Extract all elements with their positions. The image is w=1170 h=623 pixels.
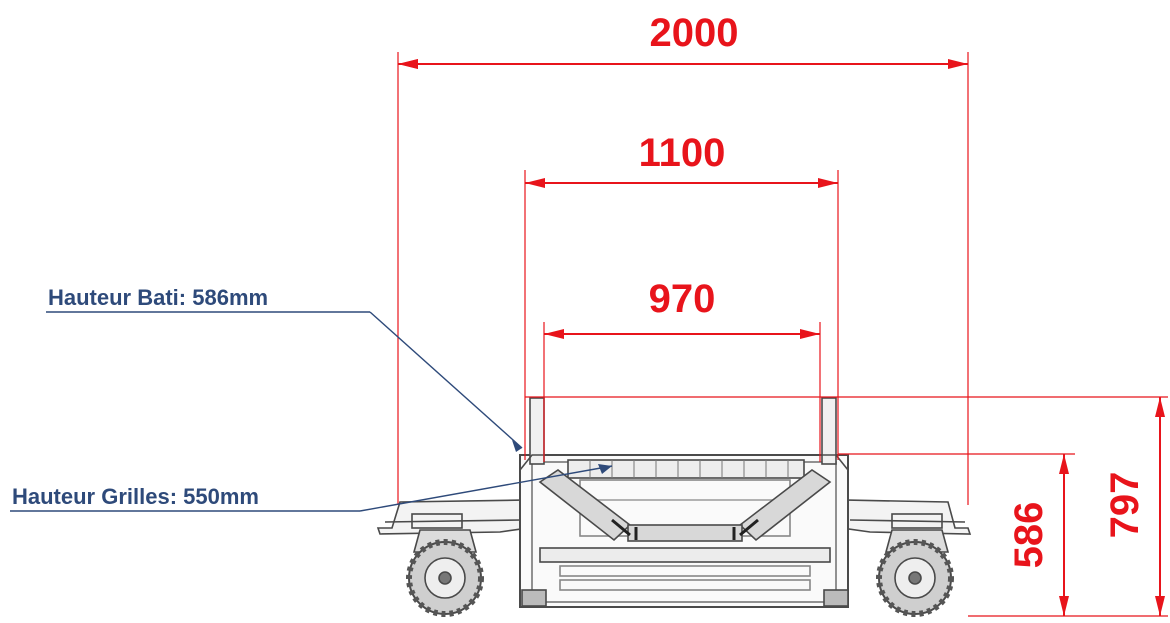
dimension-extension-lines <box>397 52 1168 617</box>
dimension-frame-width: 1100 <box>639 131 726 175</box>
callout-grille-height: Hauteur Grilles: 550mm <box>10 464 613 512</box>
dimension-belt-width: 970 <box>649 277 716 321</box>
dimension-arrows <box>398 59 1165 616</box>
dimension-total-height: 797 <box>1103 472 1147 539</box>
callout-frame-height-label: Hauteur Bati: 586mm <box>48 285 268 310</box>
left-caster-wheel <box>406 529 484 617</box>
troughing-idlers <box>538 469 832 542</box>
dimension-frame-height: 586 <box>1007 502 1051 569</box>
callout-frame-height: Hauteur Bati: 586mm <box>46 285 523 452</box>
dimension-overall-width: 2000 <box>650 11 739 55</box>
right-caster-wheel <box>876 529 954 617</box>
conveyor-machine <box>376 397 972 617</box>
callout-grille-height-label: Hauteur Grilles: 550mm <box>12 484 259 509</box>
